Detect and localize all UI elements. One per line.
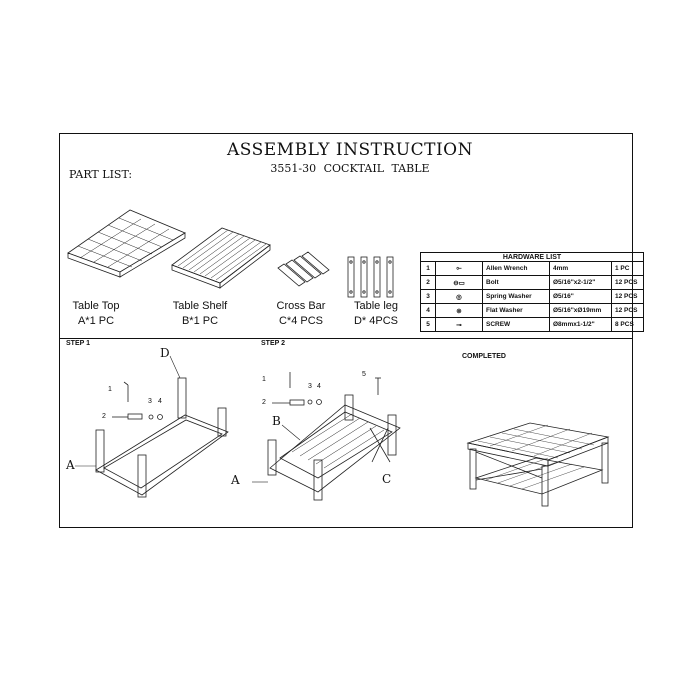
callout-c: C (382, 472, 392, 486)
callout-1-step1: 1 (108, 386, 112, 393)
callout-3-step1: 3 (148, 398, 152, 405)
hardware-name: Spring Washer (482, 289, 550, 304)
hardware-row: 3 ◎ Spring Washer Ø5/16" 12 PCS (420, 289, 644, 304)
hardware-row: 5 ⊸ SCREW Ø8mmx1-1/2" 8 PCS (420, 317, 644, 332)
hardware-name: Allen Wrench (482, 261, 550, 276)
hardware-size: Ø5/16" (549, 289, 612, 304)
callout-3-step2: 3 (308, 383, 312, 390)
hardware-size: Ø5/16"x2-1/2" (549, 275, 612, 290)
part-qty-cross-bar: C*4 PCS (278, 315, 324, 327)
section-divider (59, 338, 633, 339)
step1-label: STEP 1 (66, 340, 90, 347)
part-name-table-shelf: Table Shelf (172, 300, 228, 312)
hardware-no: 1 (420, 261, 436, 276)
callout-2-step1: 2 (102, 413, 106, 420)
cross-bar-illustration (277, 251, 330, 287)
bolt-icon: ⊖▭ (453, 279, 465, 287)
step1-illustration (75, 355, 229, 498)
spring-washer-icon: ◎ (456, 293, 462, 301)
callout-1-step2: 1 (262, 376, 266, 383)
callout-2-step2: 2 (262, 399, 266, 406)
hardware-row: 1 ⟜ Allen Wrench 4mm 1 PC (420, 261, 644, 276)
hardware-qty: 12 PCS (611, 275, 644, 290)
part-qty-table-shelf: B*1 PC (181, 315, 219, 327)
callout-a-step2: A (231, 473, 240, 487)
hardware-qty: 8 PCS (611, 317, 644, 332)
part-name-table-top: Table Top (72, 300, 120, 312)
hardware-no: 5 (420, 317, 436, 332)
allen-wrench-icon: ⟜ (456, 264, 462, 272)
hardware-qty: 1 PC (611, 261, 644, 276)
callout-b: B (272, 414, 281, 428)
hardware-size: Ø8mmx1-1/2" (549, 317, 612, 332)
hardware-size: Ø5/16"xØ19mm (549, 303, 612, 318)
completed-label: COMPLETED (462, 353, 506, 360)
hardware-name: Bolt (482, 275, 550, 290)
part-name-table-leg: Table leg (353, 300, 399, 312)
table-leg-illustration (347, 256, 394, 298)
hardware-name: SCREW (482, 317, 550, 332)
part-name-cross-bar: Cross Bar (276, 300, 326, 312)
part-qty-table-leg: D* 4PCS (353, 315, 399, 327)
table-top-illustration (67, 209, 186, 278)
hardware-row: 4 ⊚ Flat Washer Ø5/16"xØ19mm 12 PCS (420, 303, 644, 318)
callout-a-step1: A (66, 458, 75, 472)
page-title: ASSEMBLY INSTRUCTION (227, 140, 473, 160)
table-shelf-illustration (171, 227, 271, 289)
hardware-no: 2 (420, 275, 436, 290)
hardware-no: 3 (420, 289, 436, 304)
completed-table-illustration (466, 422, 610, 507)
hardware-list-table: HARDWARE LIST 1 ⟜ Allen Wrench 4mm 1 PC … (420, 252, 644, 332)
product-subtitle: 3551-30 COCKTAIL TABLE (270, 162, 430, 175)
hardware-row: 2 ⊖▭ Bolt Ø5/16"x2-1/2" 12 PCS (420, 275, 644, 290)
hardware-name: Flat Washer (482, 303, 550, 318)
step2-label: STEP 2 (261, 340, 285, 347)
flat-washer-icon: ⊚ (456, 307, 462, 315)
step2-illustration (252, 372, 401, 501)
part-qty-table-top: A*1 PC (77, 315, 115, 327)
callout-d: D (160, 346, 170, 360)
screw-icon: ⊸ (456, 321, 462, 329)
hardware-qty: 12 PCS (611, 289, 644, 304)
hardware-list-title: HARDWARE LIST (420, 252, 644, 262)
callout-4-step1: 4 (158, 398, 162, 405)
callout-5-step2: 5 (362, 371, 366, 378)
hardware-qty: 12 PCS (611, 303, 644, 318)
hardware-size: 4mm (549, 261, 612, 276)
callout-4-step2: 4 (317, 383, 321, 390)
part-list-label: PART LIST: (69, 168, 133, 181)
hardware-no: 4 (420, 303, 436, 318)
